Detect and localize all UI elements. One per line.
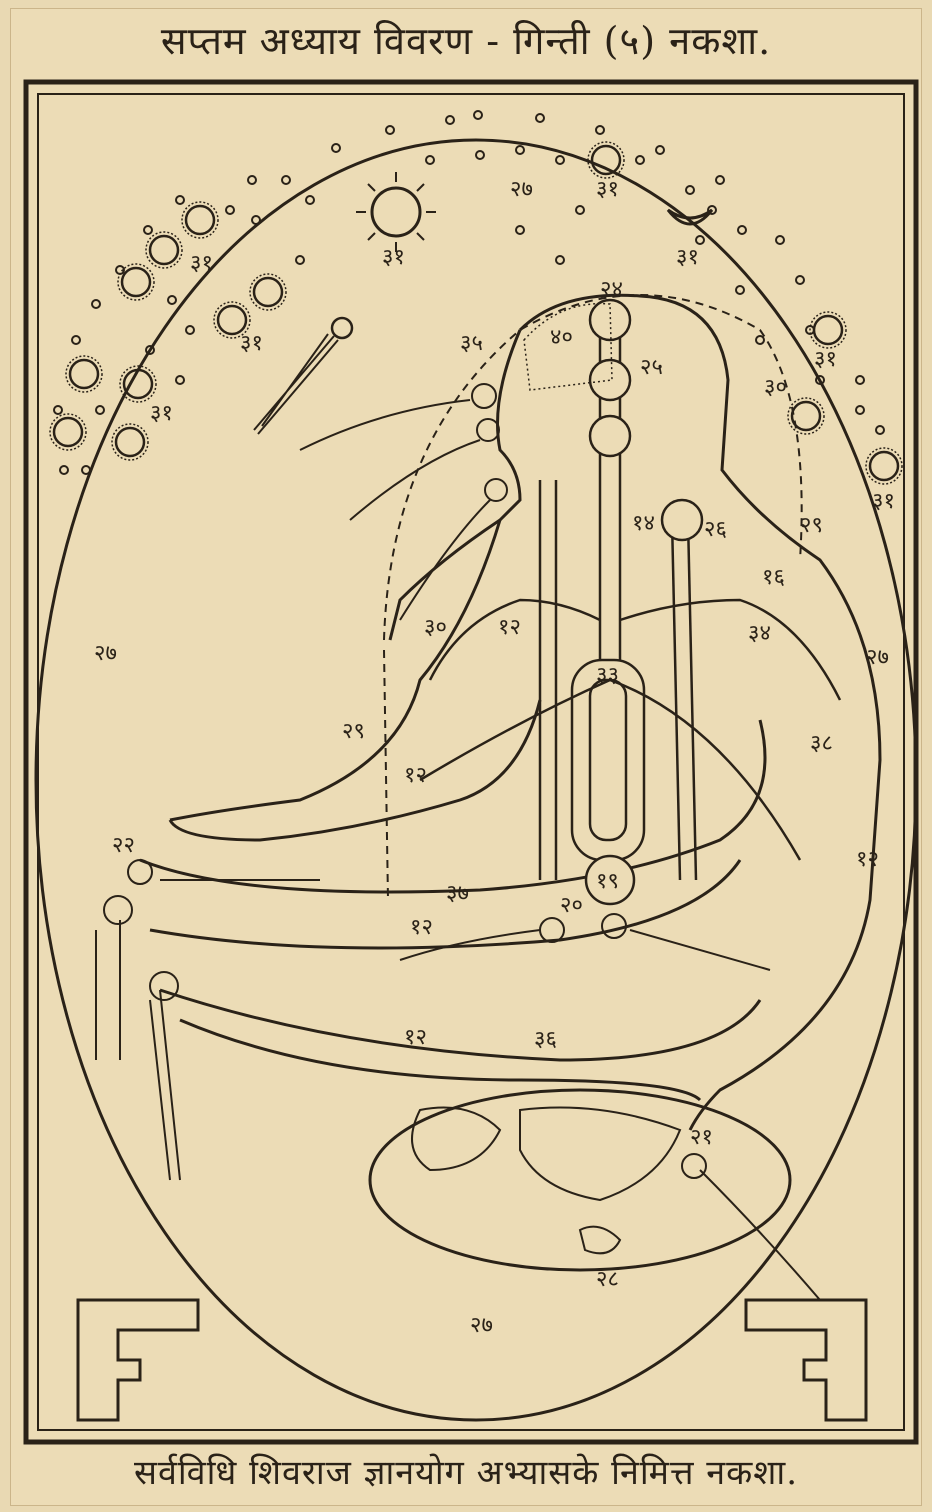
label-12c: १२	[856, 847, 879, 872]
label-earth-28: २८	[596, 1267, 619, 1292]
inner-frame	[38, 94, 904, 1430]
label-left-29: २९	[342, 719, 365, 744]
label-12d: १२	[498, 615, 521, 640]
label-heart-14: १४	[632, 511, 655, 536]
label-left-31b: ३१	[240, 331, 263, 356]
page-caption: सर्वविधि शिवराज ज्ञानयोग अभ्यासके निमित्…	[0, 1448, 932, 1494]
label-moon-31: ३१	[676, 245, 699, 270]
label-comet-area: ३५	[460, 331, 483, 356]
label-16: १६	[762, 565, 785, 590]
label-head-40: ४०	[550, 325, 573, 350]
label-38: ३८	[810, 731, 833, 756]
label-right-31b: ३१	[814, 347, 837, 372]
label-left-31c: ३१	[150, 401, 173, 426]
label-base-19: १९	[596, 869, 619, 894]
label-right-30: ३०	[764, 375, 787, 400]
label-right-31c: ३१	[872, 489, 895, 514]
label-left-31a: ३१	[190, 251, 213, 276]
starbursts	[50, 142, 902, 484]
continents	[412, 1108, 680, 1254]
label-bottom-27: २७	[470, 1313, 493, 1338]
earth-globe	[370, 1090, 790, 1270]
left-pedestal	[78, 1300, 198, 1420]
label-20: २०	[560, 893, 583, 918]
label-knee-36: ३६	[534, 1027, 557, 1052]
label-right-31-top: ३१	[596, 177, 619, 202]
aura-dashed	[384, 295, 802, 640]
label-shoulder-34: ३४	[748, 621, 771, 646]
label-sky-27: २७	[510, 177, 533, 202]
label-12a: १२	[404, 763, 427, 788]
label-right-29: २९	[800, 513, 823, 538]
label-12e: १२	[410, 915, 433, 940]
label-left-27: २७	[94, 641, 117, 666]
right-pedestal	[746, 1300, 866, 1420]
label-top-head: २४	[600, 277, 623, 302]
label-head-25: २५	[640, 355, 663, 380]
label-26: २६	[704, 517, 727, 542]
comet	[254, 318, 352, 434]
label-right-27: २७	[866, 645, 889, 670]
seated-figure	[140, 295, 880, 1130]
label-21: २१	[690, 1125, 713, 1150]
label-left-30: ३०	[424, 615, 447, 640]
label-center-33: ३३	[596, 663, 619, 688]
label-sun-31: ३१	[382, 245, 405, 270]
label-12b: १२	[404, 1025, 427, 1050]
label-thigh-37: ३७	[446, 881, 469, 906]
sun	[356, 172, 436, 252]
label-22: २२	[112, 833, 135, 858]
